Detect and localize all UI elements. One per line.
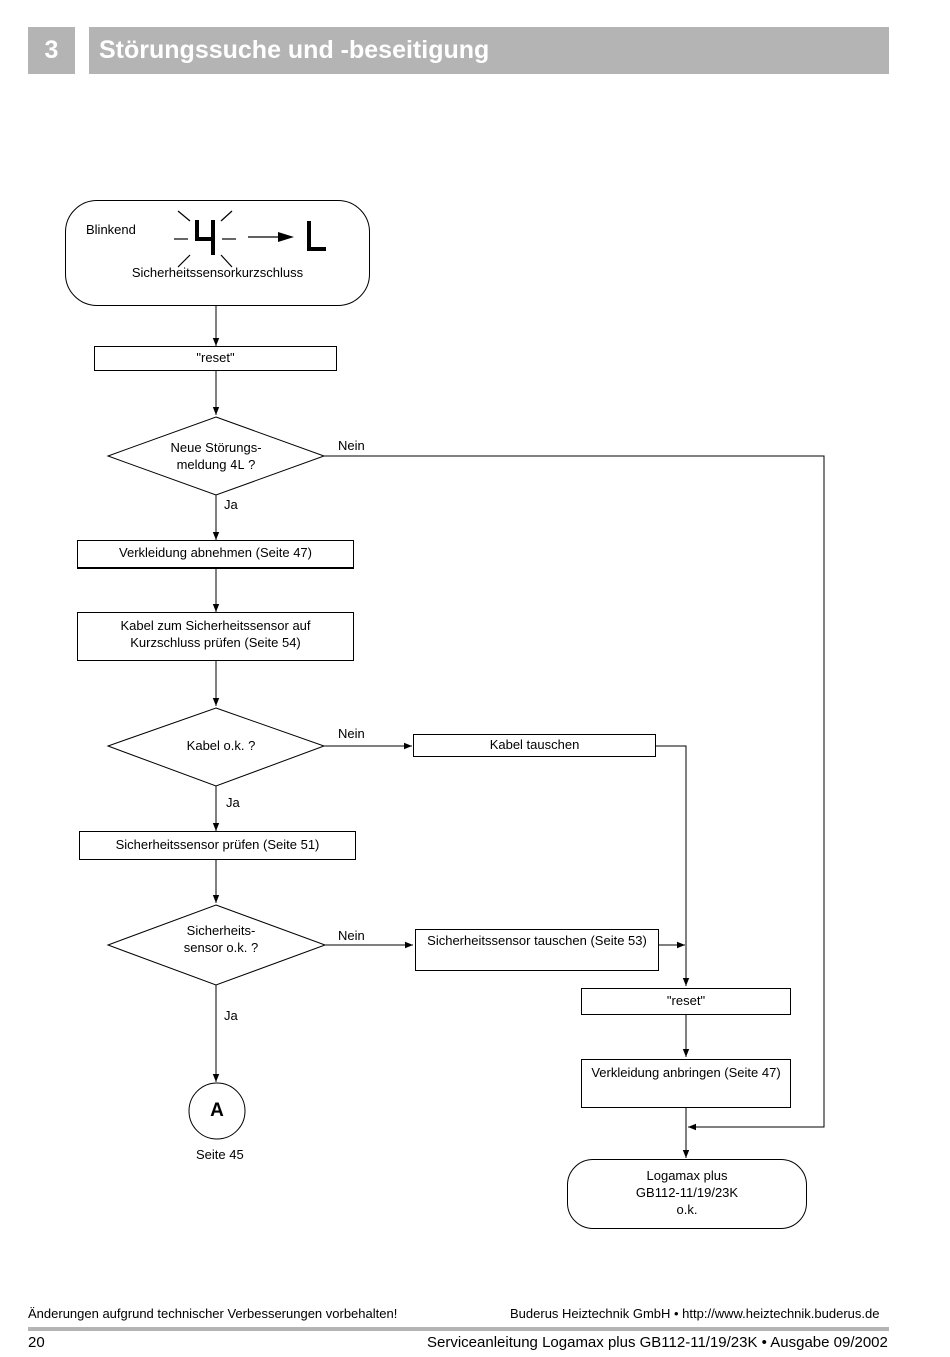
start-caption-text: Sicherheitssensorkurzschluss	[131, 265, 304, 280]
decision1-line2-prefix: meldung	[176, 457, 227, 472]
footer-company: Buderus Heiztechnik GmbH • http://www.he…	[510, 1306, 880, 1321]
decision2-text: Kabel o.k. ?	[148, 737, 294, 754]
step-kabel-pruefen-line2: Kurzschluss prüfen (Seite 54)	[130, 635, 301, 650]
decision3-line2: sensor o.k. ?	[183, 940, 259, 955]
decision1-code: 4L	[230, 458, 245, 472]
footer-page-number: 20	[28, 1334, 45, 1351]
arrow-d1-nein	[324, 455, 825, 1131]
decision2-label: Kabel o.k. ?	[186, 738, 256, 753]
footer-doc-title: Serviceanleitung Logamax plus GB112-11/1…	[427, 1334, 888, 1351]
step-verkleidung-anbringen-label: Verkleidung anbringen (Seite 47)	[591, 1065, 781, 1080]
end-line1: Logamax plus	[646, 1168, 728, 1183]
step-verkleidung-abnehmen: Verkleidung abnehmen (Seite 47)	[77, 540, 354, 569]
step-sensor-tauschen-label: Sicherheitssensor tauschen (Seite 53)	[427, 933, 647, 948]
decision1-text: Neue Störungs- meldung 4L ?	[148, 439, 284, 474]
start-caption: Sicherheitssensorkurzschluss	[66, 264, 369, 281]
decision1-ja-label: Ja	[224, 497, 238, 512]
reset-box-2: "reset"	[581, 988, 791, 1015]
end-line3: o.k.	[676, 1202, 698, 1217]
decision1-nein-label: Nein	[338, 438, 365, 453]
step-kabel-pruefen-line1: Kabel zum Sicherheitssensor auf	[120, 618, 311, 633]
start-terminal: Blinkend Sicherheitssensorkurzschluss	[65, 200, 370, 306]
reset-box-1: "reset"	[94, 346, 337, 371]
step-kabel-tauschen-label: Kabel tauschen	[489, 737, 580, 752]
decision2-nein-label: Nein	[338, 726, 365, 741]
end-terminal: Logamax plus GB112-11/19/23K o.k.	[567, 1159, 807, 1229]
step-kabel-pruefen: Kabel zum Sicherheitssensor auf Kurzschl…	[77, 612, 354, 661]
decision1-line2-suffix: ?	[244, 457, 256, 472]
footer-rule	[28, 1327, 889, 1331]
decision3-text: Sicherheits- sensor o.k. ?	[148, 922, 294, 956]
connector-a-caption: Seite 45	[196, 1147, 244, 1162]
step-verkleidung-abnehmen-label: Verkleidung abnehmen (Seite 47)	[119, 545, 312, 560]
section-number: 3	[28, 27, 75, 74]
decision1-line1: Neue Störungs-	[170, 440, 262, 455]
page-title-text: Störungssuche und -beseitigung	[99, 36, 490, 64]
step-sensor-pruefen: Sicherheitssensor prüfen (Seite 51)	[79, 831, 356, 860]
reset-label-2: "reset"	[666, 993, 706, 1008]
decision3-ja-label: Ja	[224, 1008, 238, 1023]
blink-label: Blinkend	[86, 222, 136, 237]
step-verkleidung-anbringen: Verkleidung anbringen (Seite 47)	[581, 1059, 791, 1108]
step-sensor-tauschen: Sicherheitssensor tauschen (Seite 53)	[415, 929, 659, 971]
connector-a-label: A	[189, 1100, 245, 1122]
decision2-ja-label: Ja	[226, 795, 240, 810]
arrow-kabeltauschen-reset2	[655, 745, 690, 986]
blinking-display-icon	[174, 210, 326, 268]
decision3-line1: Sicherheits-	[186, 923, 256, 938]
end-line2: GB112-11/19/23K	[635, 1185, 739, 1200]
connector-a-letter: A	[210, 1100, 224, 1121]
reset-label-1: "reset"	[196, 350, 235, 365]
decision1-line2: meldung 4L ?	[148, 456, 284, 474]
decision3-nein-label: Nein	[338, 928, 365, 943]
connector-a-shape	[188, 1082, 246, 1140]
step-kabel-tauschen: Kabel tauschen	[413, 734, 656, 757]
step-sensor-pruefen-label: Sicherheitssensor prüfen (Seite 51)	[115, 837, 320, 852]
page-title: Störungssuche und -beseitigung	[89, 27, 889, 74]
footer-disclaimer: Änderungen aufgrund technischer Verbesse…	[28, 1306, 398, 1321]
